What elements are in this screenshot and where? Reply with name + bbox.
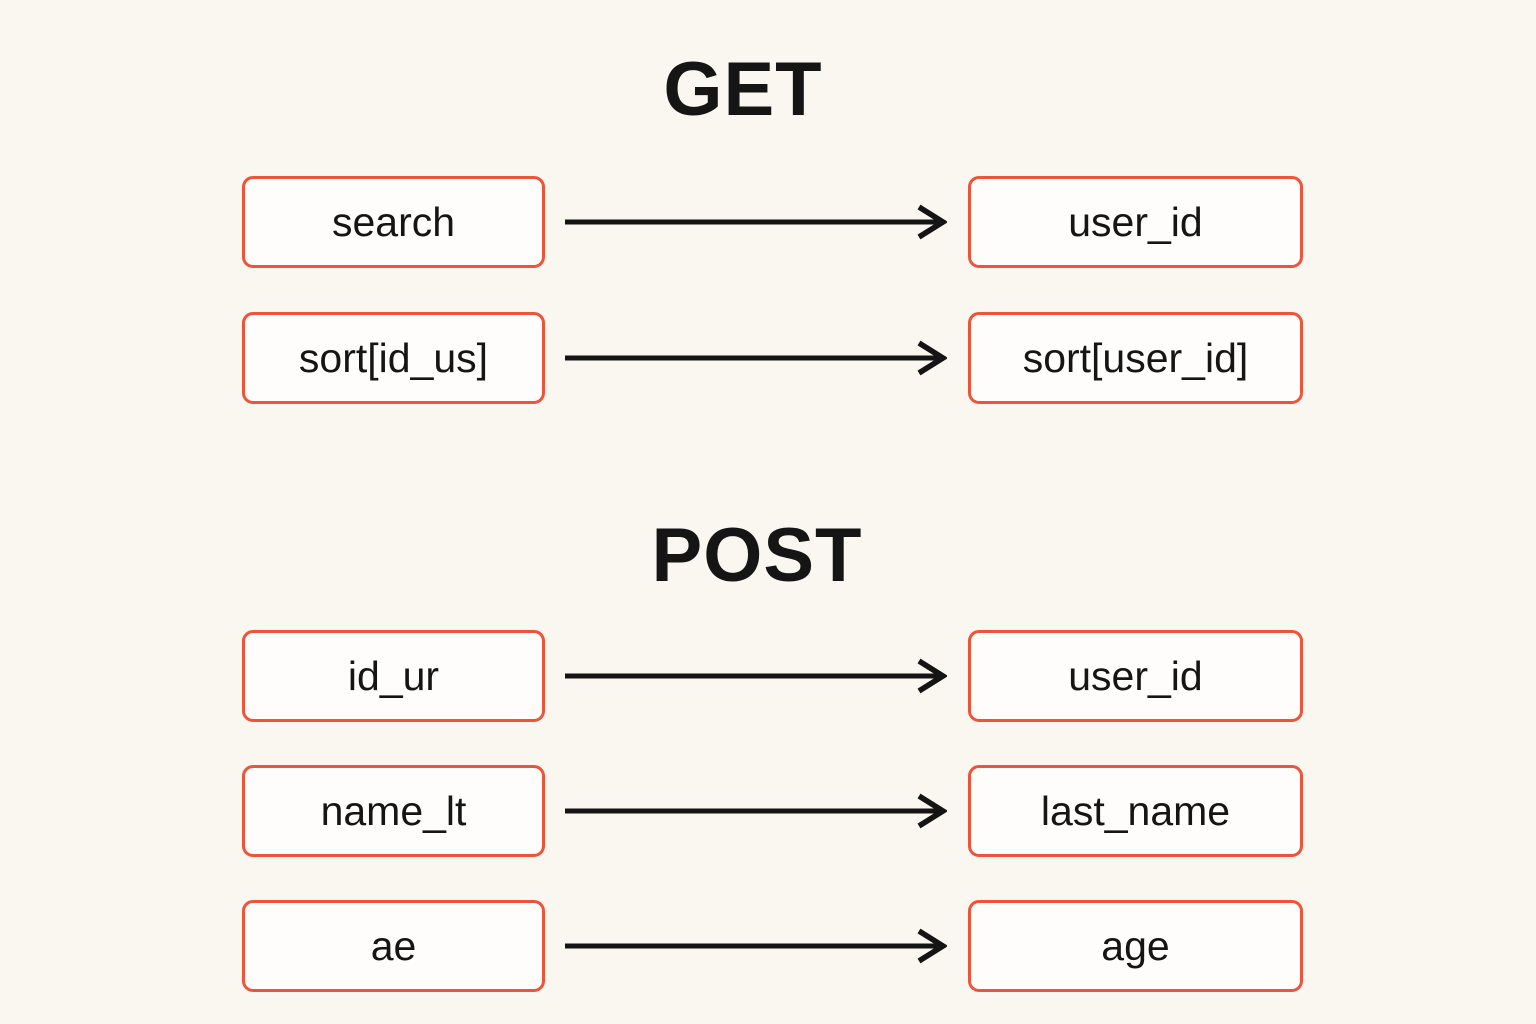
param-label: user_id: [1068, 652, 1203, 699]
param-label: ae: [370, 922, 417, 969]
param-box-to: user_id: [968, 630, 1303, 722]
arrow-right-icon: [565, 793, 947, 829]
param-box-to: age: [968, 900, 1303, 992]
param-box-to: last_name: [968, 765, 1303, 857]
arrow-right-icon: [565, 340, 947, 376]
arrow-right-icon: [565, 928, 947, 964]
param-label: sort[user_id]: [1022, 334, 1249, 381]
param-box-from: sort[id_us]: [242, 312, 545, 404]
section-title-get: GET: [663, 47, 823, 132]
param-label: name_lt: [320, 787, 467, 834]
arrow-right-icon: [565, 204, 947, 240]
param-box-from: search: [242, 176, 545, 268]
param-label: age: [1101, 922, 1170, 969]
param-label: sort[id_us]: [298, 334, 489, 381]
param-box-to: sort[user_id]: [968, 312, 1303, 404]
param-box-from: id_ur: [242, 630, 545, 722]
param-box-from: name_lt: [242, 765, 545, 857]
param-label: user_id: [1068, 198, 1203, 245]
param-label: id_ur: [347, 652, 440, 699]
param-label: search: [331, 198, 456, 245]
section-title-post: POST: [651, 513, 863, 598]
param-label: last_name: [1040, 787, 1231, 834]
arrow-right-icon: [565, 658, 947, 694]
param-box-to: user_id: [968, 176, 1303, 268]
param-box-from: ae: [242, 900, 545, 992]
